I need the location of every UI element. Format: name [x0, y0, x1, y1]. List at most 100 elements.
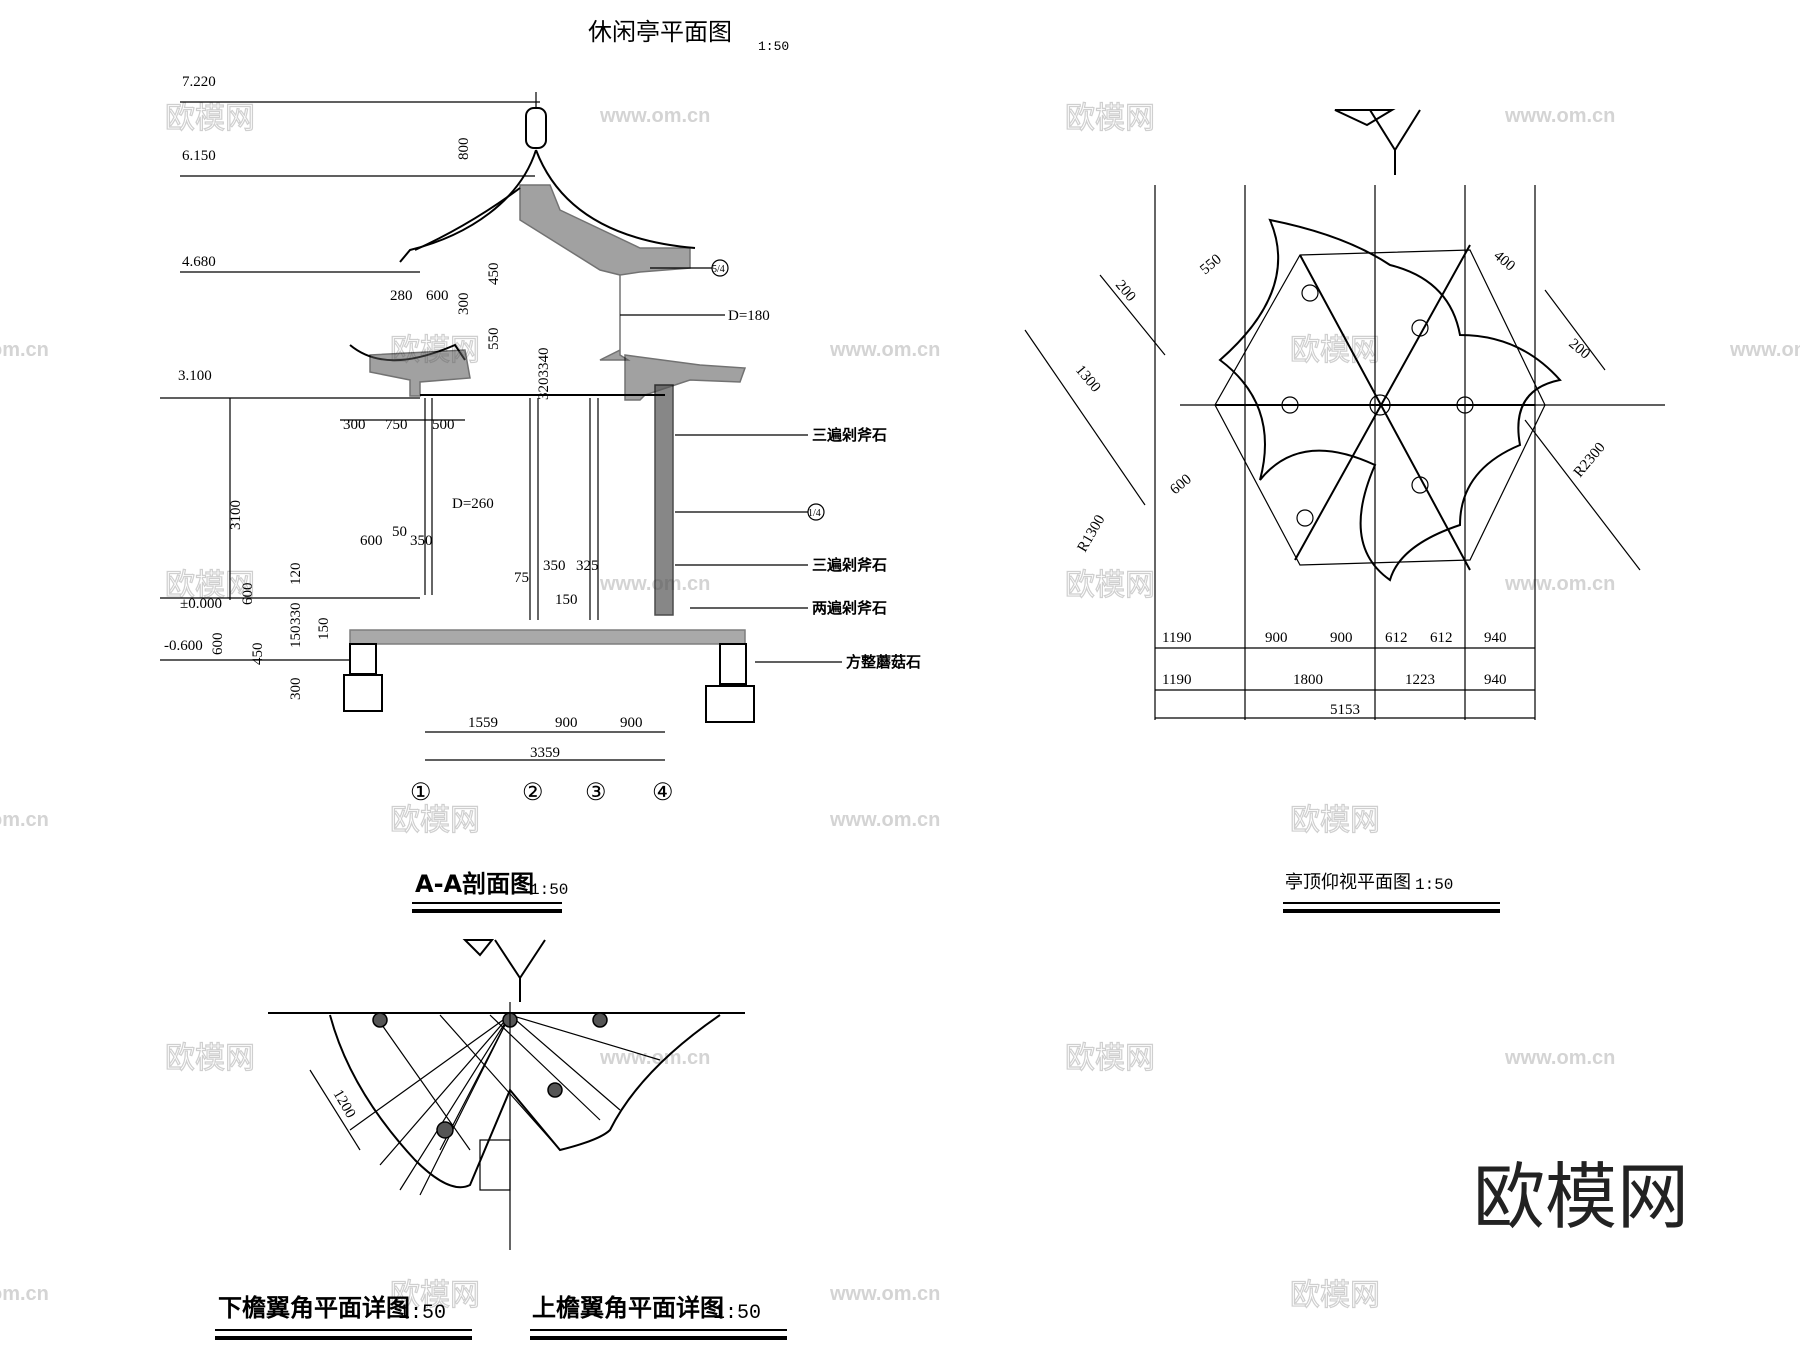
watermark-url: www.om.cn — [1504, 1047, 1615, 1069]
note-finish-2: 三遍剁斧石 — [812, 556, 887, 574]
north-arrow — [1334, 109, 1421, 175]
dim-330: 330 — [288, 603, 304, 626]
axis-1: ① — [410, 780, 432, 806]
dim-row1-1: 1190 — [1162, 630, 1191, 646]
watermark-large-brand: 欧模网 — [1473, 1155, 1689, 1239]
column-right — [654, 384, 674, 616]
watermark-brand: 欧模网 — [1290, 1278, 1380, 1313]
dim-120: 120 — [288, 563, 304, 586]
dim-325: 325 — [576, 558, 599, 574]
elevation-6150: 6.150 — [182, 148, 216, 164]
dim-300-low: 300 — [343, 417, 366, 433]
detail-marker-b — [807, 503, 825, 521]
dim-150-left2: 150 — [316, 618, 332, 641]
plan-scale: 1:50 — [758, 39, 789, 54]
watermark-brand: 欧模网 — [1065, 1041, 1155, 1076]
detail-north-arrow — [462, 939, 546, 1002]
dim-75: 75 — [514, 570, 529, 586]
watermark-brand: 欧模网 — [390, 803, 480, 838]
corner-detail-drawing: 1200 — [268, 939, 745, 1250]
dim-550: 550 — [486, 328, 502, 351]
note-stone-base: 方整蘑菇石 — [846, 653, 921, 671]
lower-roof-left-mass — [369, 349, 471, 397]
watermark-brand: 欧模网 — [1065, 101, 1155, 136]
dim-800: 800 — [456, 138, 472, 161]
watermark-brand: 欧模网 — [1290, 333, 1380, 368]
dim-row1-5: 612 — [1430, 630, 1453, 646]
dim-row1-3: 900 — [1330, 630, 1353, 646]
dim-row2-1: 1190 — [1162, 672, 1191, 688]
detail-marker-a-label: 5/4 — [712, 264, 725, 275]
axis-2: ② — [522, 780, 544, 806]
axis-4: ④ — [652, 780, 674, 806]
watermark-layer: 欧模网 www.om.cn 欧模网 www.om.cn om.cn 欧模网 ww… — [0, 100, 1800, 1313]
dim-500: 500 — [432, 417, 455, 433]
dim-3100: 3100 — [228, 500, 244, 530]
dim-300-left: 300 — [288, 678, 304, 701]
detail-dim-1200: 1200 — [330, 1087, 359, 1121]
upper-roof-underside — [414, 187, 521, 251]
dim-row1-4: 612 — [1385, 630, 1408, 646]
watermark-url: www.om.cn — [829, 809, 940, 831]
roof-plan-scale: 1:50 — [1415, 876, 1453, 894]
note-finish-1: 三遍剁斧石 — [812, 426, 887, 444]
elevation-0000: ±0.000 — [180, 596, 222, 612]
dim-400: 400 — [1490, 248, 1518, 275]
dim-280: 280 — [390, 288, 413, 304]
dim-3359: 3359 — [530, 745, 560, 761]
roof-plan-drawing: 1300 200 550 600 400 200 R1300 R2300 119… — [1024, 109, 1665, 720]
watermark-url: om.cn — [0, 1283, 49, 1305]
detail-rafters — [374, 1014, 601, 1151]
footing-right-neck — [719, 643, 747, 685]
watermark-brand: 欧模网 — [1065, 568, 1155, 603]
axis-3: ③ — [585, 780, 607, 806]
watermark-url: www.om.cn — [829, 1283, 940, 1305]
elevation-4680: 4.680 — [182, 254, 216, 270]
upper-roof-right — [535, 149, 696, 249]
dim-1300: 1300 — [1072, 362, 1104, 395]
elevation-3100: 3.100 — [178, 368, 212, 384]
elevation-m0600: -0.600 — [164, 638, 203, 654]
upper-corner-scale: 1:50 — [713, 1302, 761, 1325]
dim-200: 200 — [1112, 277, 1139, 305]
dim-750: 750 — [385, 417, 408, 433]
footing-left-base — [343, 674, 383, 712]
dim-600-left: 600 — [240, 583, 256, 606]
footing-right-base — [705, 685, 755, 723]
watermark-url: www.om.cn — [1504, 105, 1615, 127]
detail-marker-b-label: 1/4 — [808, 508, 821, 519]
post-height-dim: 3203340 — [536, 348, 552, 401]
watermark-url: www.om.cn — [829, 339, 940, 361]
upper-roof-mass — [519, 184, 691, 361]
radius-2300: R2300 — [1571, 440, 1609, 481]
footing-left-neck — [349, 643, 377, 675]
watermark-url: www.om.cn — [1729, 339, 1800, 361]
watermark-url: www.om.cn — [599, 105, 710, 127]
detail-fan-rafters — [349, 1014, 661, 1196]
watermark-brand: 欧模网 — [165, 101, 255, 136]
dim-150-left: 150 — [288, 626, 304, 649]
dim-600-lower: 600 — [210, 633, 226, 656]
elevation-markers: 7.220 6.150 4.680 3.100 ±0.000 -0.600 — [160, 74, 540, 661]
upper-roof-left — [399, 149, 537, 263]
watermark-brand: 欧模网 — [1290, 803, 1380, 838]
dim-600-mid: 600 — [360, 533, 383, 549]
radius-1300: R1300 — [1075, 512, 1109, 555]
lower-roof-right — [624, 354, 747, 401]
watermark-url: om.cn — [0, 809, 49, 831]
dim-row2-3: 1223 — [1405, 672, 1435, 688]
watermark-url: www.om.cn — [1504, 573, 1615, 595]
section-scale: 1:50 — [530, 881, 568, 899]
dim-1559: 1559 — [468, 715, 498, 731]
dim-600: 600 — [426, 288, 449, 304]
dim-row2-4: 940 — [1484, 672, 1507, 688]
dim-350-mid: 350 — [543, 558, 566, 574]
lower-corner-scale: 1:50 — [398, 1302, 446, 1325]
dim-row1-6: 940 — [1484, 630, 1507, 646]
dim-550: 550 — [1197, 251, 1225, 278]
section-aa-drawing: 7.220 6.150 4.680 3.100 ±0.000 -0.600 80… — [160, 74, 921, 806]
floor-slab — [349, 629, 746, 645]
lower-corner-title: 下檐翼角平面详图 — [218, 1294, 410, 1322]
dim-150: 150 — [555, 592, 578, 608]
